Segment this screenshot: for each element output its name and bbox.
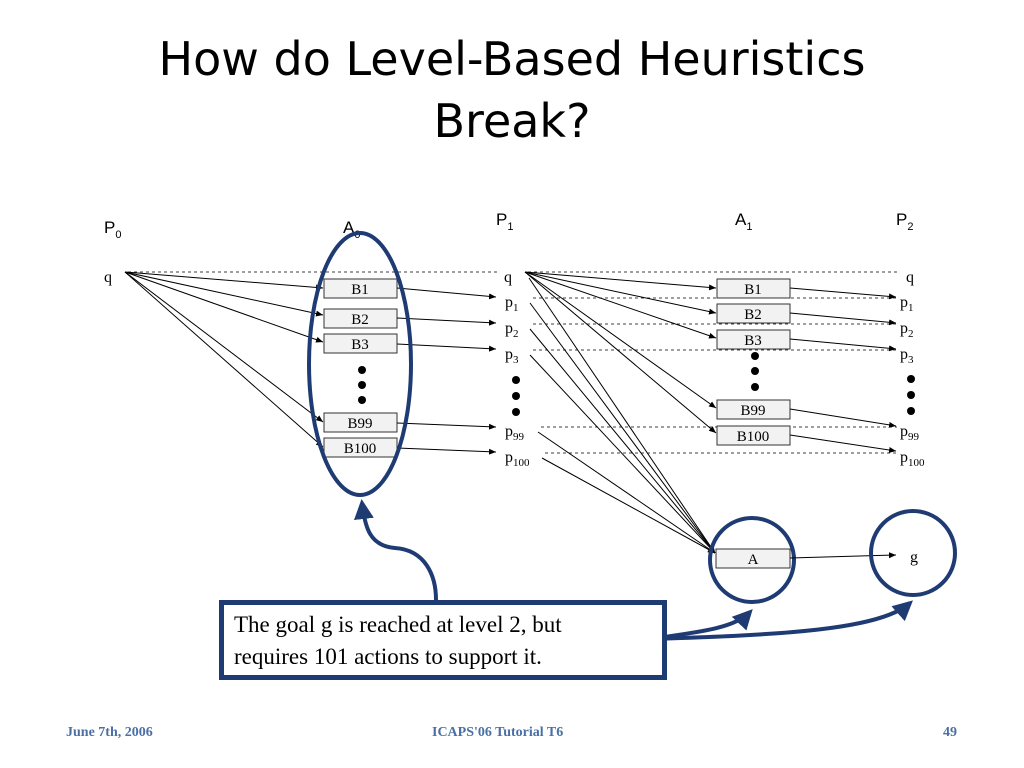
a0-highlight-ring: [307, 231, 413, 497]
prop-q-p1: q: [504, 269, 512, 286]
action-b3-a1: B3: [716, 329, 791, 350]
action-b100-a1: B100: [716, 425, 791, 446]
callout-line1: The goal g is reached at level 2, but: [234, 612, 562, 637]
action-b2-a0: B2: [323, 308, 398, 329]
edge-q-b1: [124, 271, 324, 291]
edge-b1-p1: [396, 287, 497, 300]
action-b2-a1: B2: [716, 303, 791, 324]
action-b99-a1: B99: [716, 399, 791, 420]
ellipsis-dots-a1: [751, 352, 759, 391]
edge-q1-b3: [524, 271, 717, 339]
svg-text:B2: B2: [744, 307, 762, 323]
svg-text:B100: B100: [344, 441, 377, 457]
svg-text:B3: B3: [744, 333, 762, 349]
edge-b1-p1-l2: [789, 287, 897, 300]
prop-p100-p1: p100: [505, 449, 530, 469]
edge-q1-b100: [524, 271, 717, 434]
edge-b100-p100-l2: [789, 434, 897, 453]
prop-p100-p2: p100: [900, 449, 925, 469]
edge-b2-p2: [396, 317, 497, 326]
edge-p2-a: [529, 328, 716, 554]
edge-b3-p3-l2: [789, 338, 897, 352]
slide-title-line2: Break?: [433, 94, 591, 148]
action-b1-a0: B1: [323, 278, 398, 299]
edge-q-b100: [124, 271, 324, 448]
prop-p2-p1: p2: [505, 320, 519, 340]
prop-p1-p2: p1: [900, 294, 914, 314]
edge-q-b2: [124, 271, 324, 317]
prop-p1-p1: p1: [505, 294, 519, 314]
svg-text:B99: B99: [347, 416, 372, 432]
action-b100-a0: B100: [323, 437, 398, 458]
edge-b3-p3: [396, 343, 497, 352]
action-b1-a1: B1: [716, 278, 791, 299]
level-a1-label: A1: [735, 210, 752, 233]
prop-p2-p2: p2: [900, 320, 914, 340]
level-p2-label: P2: [896, 210, 913, 233]
svg-text:B100: B100: [737, 429, 770, 445]
edge-p1-a: [529, 302, 716, 554]
callout-arrow-goal: [649, 600, 913, 641]
goal-highlight-ring: [869, 509, 957, 597]
edge-q1-b99: [524, 271, 717, 409]
edge-p100-a: [541, 457, 716, 554]
level-p1-label: P1: [496, 210, 513, 233]
edge-p99-a: [537, 431, 716, 554]
slide-title: How do Level-Based Heuristics Break?: [0, 28, 1024, 152]
edge-q-b3: [124, 271, 324, 343]
edge-b99-p99-l2: [789, 408, 897, 428]
prop-p3-p2: p3: [900, 346, 914, 366]
prop-p99-p1: p99: [505, 423, 525, 443]
callout-box: The goal g is reached at level 2, but re…: [219, 600, 667, 680]
footer-event: ICAPS'06 Tutorial T6: [432, 725, 564, 740]
prop-p3-p1: p3: [505, 346, 519, 366]
footer-page-number: 49: [943, 725, 957, 740]
prop-p99-p2: p99: [900, 423, 920, 443]
ellipsis-dots-p2: [907, 375, 915, 415]
action-b99-a0: B99: [323, 412, 398, 433]
edge-q1-b2: [524, 271, 717, 315]
callout-arrow-a0: [353, 499, 438, 601]
edge-p3-a: [529, 354, 716, 554]
footer-date: June 7th, 2006: [66, 725, 153, 740]
svg-text:B2: B2: [351, 312, 369, 328]
ellipsis-dots-p1: [512, 376, 520, 416]
edge-q1-b1: [524, 271, 717, 291]
callout-line2: requires 101 actions to support it.: [234, 644, 542, 669]
goal-g: g: [910, 549, 918, 566]
action-b3-a0: B3: [323, 333, 398, 354]
svg-text:B3: B3: [351, 337, 369, 353]
action-a-highlight-ring: [708, 516, 796, 604]
edge-q-a: [528, 277, 716, 554]
slide-title-line1: How do Level-Based Heuristics: [158, 32, 866, 86]
prop-q-p0: q: [104, 269, 112, 286]
svg-text:B1: B1: [744, 282, 762, 298]
action-a: A: [715, 548, 791, 569]
svg-text:B99: B99: [740, 403, 765, 419]
level-p0-label: P0: [104, 218, 121, 241]
edge-q-b99: [124, 271, 324, 423]
edge-b2-p2-l2: [789, 312, 897, 326]
edge-b99-p99: [396, 422, 497, 430]
edge-b100-p100: [396, 447, 497, 455]
prop-q-p2: q: [906, 269, 914, 286]
svg-text:B1: B1: [351, 282, 369, 298]
edge-a-g: [789, 552, 897, 559]
ellipsis-dots-a0: [358, 366, 366, 404]
svg-text:A: A: [748, 552, 759, 568]
